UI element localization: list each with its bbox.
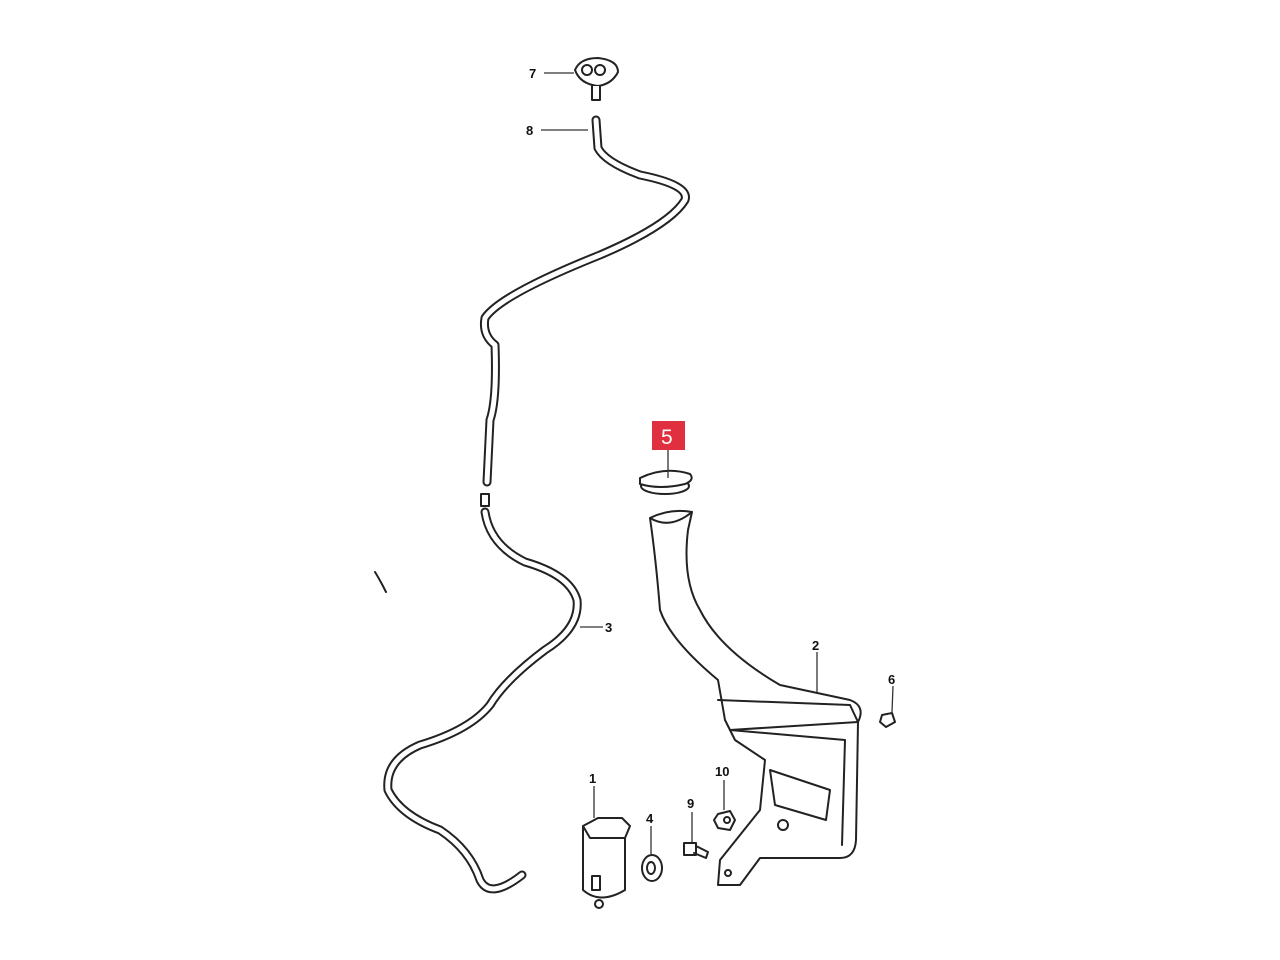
callout-2[interactable]: 2: [812, 638, 819, 653]
upper-washer-hose[interactable]: [480, 115, 690, 487]
nut[interactable]: [713, 810, 736, 831]
callout-5[interactable]: 5: [661, 426, 673, 449]
callout-3[interactable]: 3: [605, 620, 612, 635]
stray-mark: [374, 571, 387, 593]
pump-grommet[interactable]: [641, 854, 663, 882]
screw[interactable]: [879, 712, 896, 728]
callout-1[interactable]: 1: [589, 771, 596, 786]
callout-7[interactable]: 7: [529, 66, 536, 81]
callout-9[interactable]: 9: [687, 796, 694, 811]
callout-10[interactable]: 10: [715, 764, 729, 779]
reservoir-cap[interactable]: [639, 469, 693, 495]
callout-5-highlighted[interactable]: 5: [652, 421, 685, 450]
callout-6[interactable]: 6: [888, 672, 895, 687]
hose-connector: [480, 493, 490, 507]
washer-pump[interactable]: [582, 817, 631, 909]
washer-nozzle[interactable]: [574, 57, 619, 101]
washer-reservoir-tank[interactable]: [649, 509, 862, 886]
bolt[interactable]: [683, 842, 709, 859]
lower-washer-hose[interactable]: [383, 507, 582, 894]
callout-4[interactable]: 4: [646, 811, 654, 826]
callout-8[interactable]: 8: [526, 123, 533, 138]
